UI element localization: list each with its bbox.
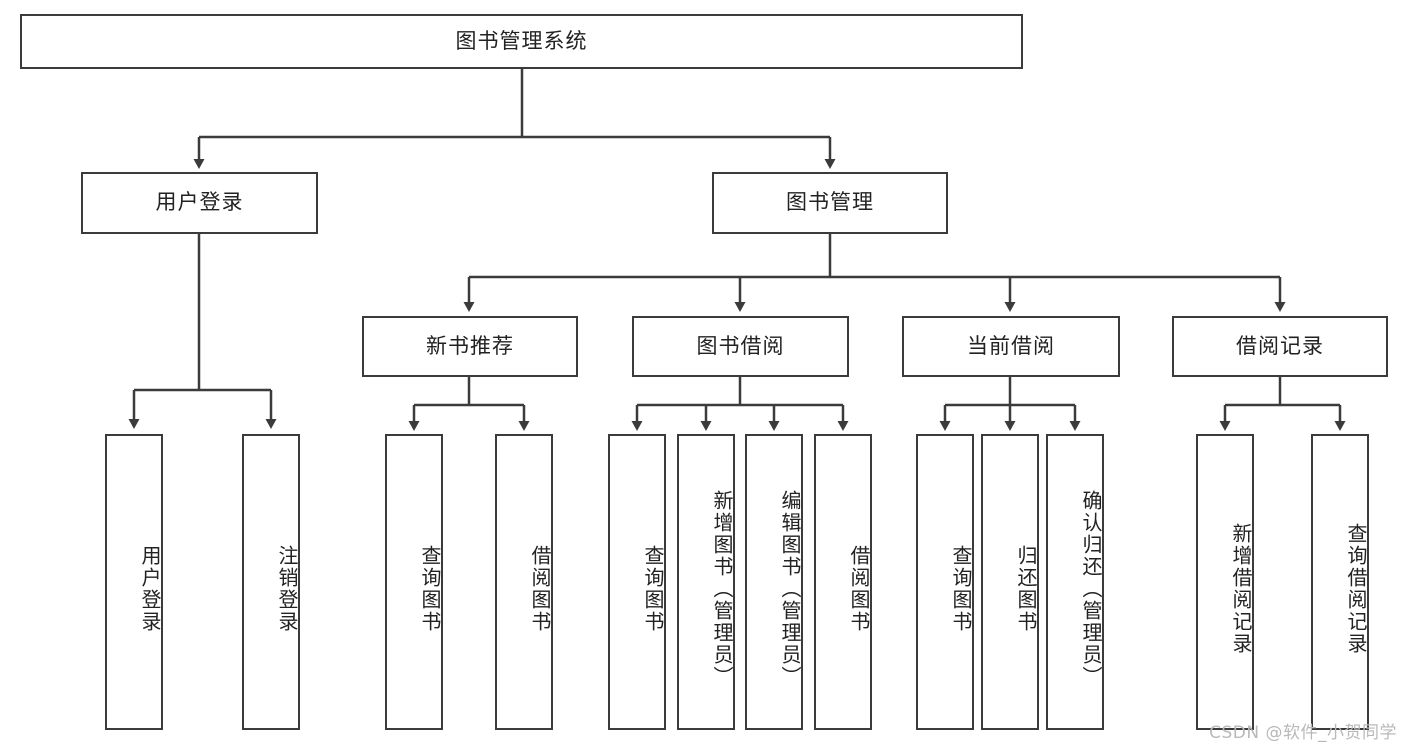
leaf-logout[interactable]: 注销登录 — [242, 434, 300, 730]
node-label: 注销登录 — [275, 545, 299, 633]
node-label: 新增图书（管理员） — [710, 490, 734, 688]
leaf-add-borrow-record[interactable]: 新增借阅记录 — [1196, 434, 1254, 730]
node-label: 新书推荐 — [426, 333, 514, 358]
node-label: 查询图书 — [641, 545, 665, 633]
node-current-borrow[interactable]: 当前借阅 — [902, 316, 1120, 377]
leaf-add-book-admin[interactable]: 新增图书（管理员） — [677, 434, 735, 730]
node-label: 新增借阅记录 — [1229, 523, 1253, 655]
node-user-login[interactable]: 用户登录 — [81, 172, 318, 234]
node-borrow-record[interactable]: 借阅记录 — [1172, 316, 1388, 377]
leaf-query-borrow-record[interactable]: 查询借阅记录 — [1311, 434, 1369, 730]
leaf-borrow-book-recommend[interactable]: 借阅图书 — [495, 434, 553, 730]
node-book-borrow[interactable]: 图书借阅 — [632, 316, 849, 377]
node-label: 借阅图书 — [528, 545, 552, 633]
leaf-query-book-current[interactable]: 查询图书 — [916, 434, 974, 730]
node-book-management[interactable]: 图书管理 — [712, 172, 948, 234]
node-label: 查询图书 — [418, 545, 442, 633]
node-label: 确认归还（管理员） — [1079, 490, 1103, 688]
leaf-query-book-recommend[interactable]: 查询图书 — [385, 434, 443, 730]
node-label: 归还图书 — [1014, 545, 1038, 633]
leaf-borrow-book[interactable]: 借阅图书 — [814, 434, 872, 730]
node-label: 用户登录 — [155, 190, 244, 215]
node-new-book-recommend[interactable]: 新书推荐 — [362, 316, 578, 377]
node-label: 当前借阅 — [967, 333, 1055, 358]
node-label: 用户登录 — [138, 545, 162, 633]
node-label: 图书借阅 — [696, 333, 785, 358]
watermark: CSDN @软件_小贺同学 — [1209, 723, 1397, 743]
leaf-edit-book-admin[interactable]: 编辑图书（管理员） — [745, 434, 803, 730]
node-label: 借阅记录 — [1236, 333, 1324, 358]
leaf-confirm-return-admin[interactable]: 确认归还（管理员） — [1046, 434, 1104, 730]
node-label: 借阅图书 — [847, 545, 871, 633]
node-label: 查询图书 — [949, 545, 973, 633]
leaf-return-book[interactable]: 归还图书 — [981, 434, 1039, 730]
node-label: 图书管理系统 — [455, 28, 588, 53]
node-label: 查询借阅记录 — [1344, 523, 1368, 655]
node-label: 编辑图书（管理员） — [778, 490, 802, 688]
node-label: 图书管理 — [786, 190, 874, 215]
leaf-query-book-borrow[interactable]: 查询图书 — [608, 434, 666, 730]
node-root-system[interactable]: 图书管理系统 — [20, 14, 1023, 69]
leaf-user-login[interactable]: 用户登录 — [105, 434, 163, 730]
